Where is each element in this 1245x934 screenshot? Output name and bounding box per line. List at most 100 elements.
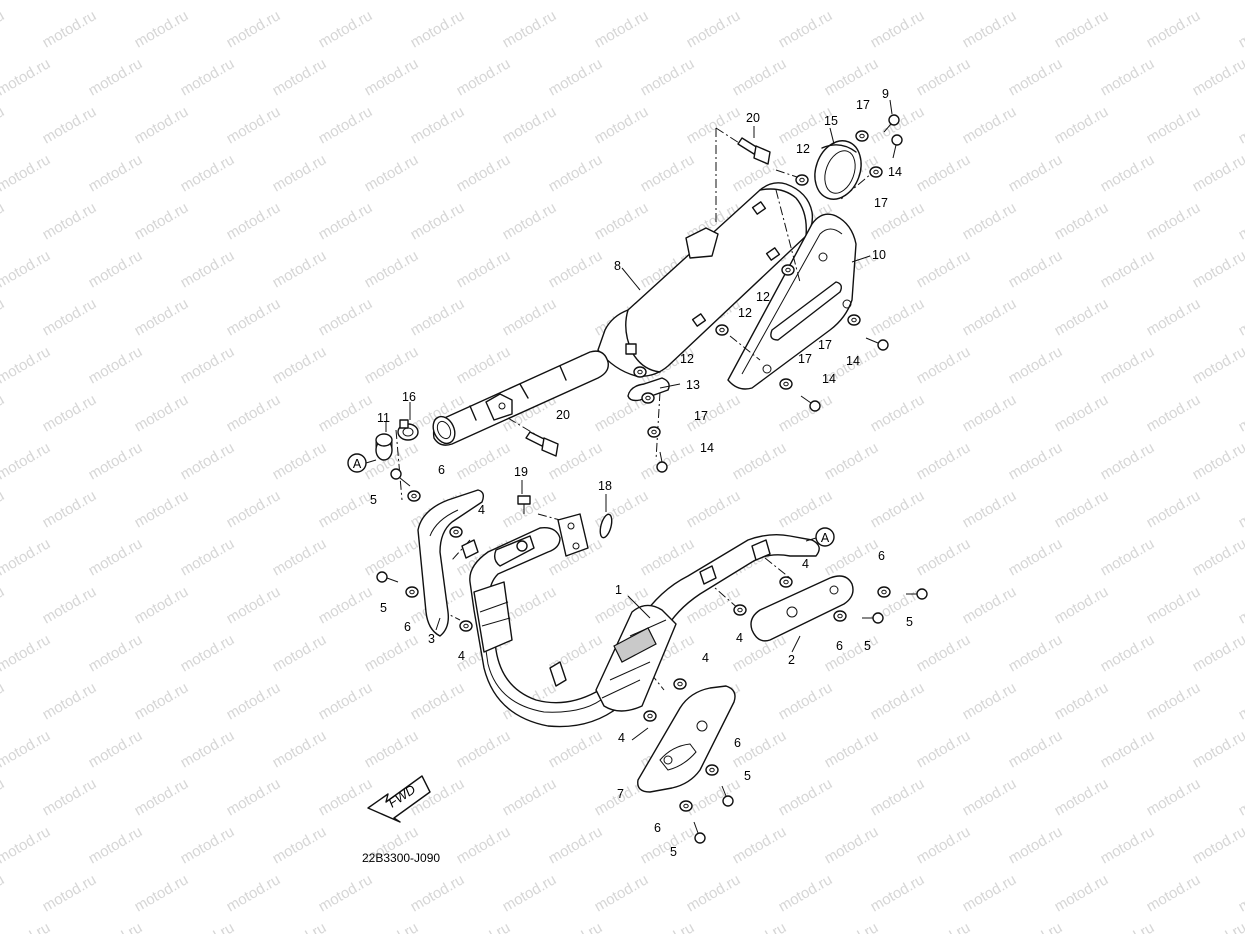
label-part-17b: 17	[874, 196, 888, 210]
watermark-text: motod.ru	[316, 679, 376, 723]
watermark-text: motod.ru	[178, 535, 238, 579]
watermark-text: motod.ru	[408, 103, 468, 147]
label-part-4c: 4	[802, 557, 809, 571]
washer-hole	[785, 267, 791, 273]
watermark-text: motod.ru	[1098, 0, 1158, 3]
label-part-20b: 20	[556, 408, 570, 422]
label-part-14a: 14	[888, 165, 902, 179]
watermark-text: motod.ru	[132, 583, 192, 627]
watermark-text: motod.ru	[776, 775, 836, 819]
label-part-5f: 5	[670, 845, 677, 859]
watermark-text: motod.ru	[454, 727, 514, 771]
label-part-2: 2	[788, 653, 795, 667]
part-labels: 1 2 3 4 4 4 4 4 4 5 5 5 5 5 5 6 6 6 6 6 …	[370, 87, 913, 859]
watermark-text: motod.ru	[1236, 391, 1245, 435]
watermark-text: motod.ru	[1098, 151, 1158, 195]
watermark-text: motod.ru	[316, 583, 376, 627]
watermark-text: motod.ru	[86, 727, 146, 771]
watermark-text: motod.ru	[1006, 727, 1066, 771]
label-part-5d: 5	[864, 639, 871, 653]
label-part-5e: 5	[744, 769, 751, 783]
watermark-text: motod.ru	[224, 103, 284, 147]
label-part-5a: 5	[370, 493, 377, 507]
watermark-text: motod.ru	[1006, 823, 1066, 867]
washer	[633, 366, 647, 378]
washer	[855, 130, 869, 142]
watermark-text: motod.ru	[132, 775, 192, 819]
watermark-text: motod.ru	[1144, 775, 1204, 819]
washer	[679, 800, 693, 812]
watermark-text: motod.ru	[1098, 439, 1158, 483]
watermark-text: motod.ru	[86, 919, 146, 934]
watermark-text: motod.ru	[1144, 871, 1204, 915]
watermark-text: motod.ru	[0, 103, 7, 147]
watermark-text: motod.ru	[224, 295, 284, 339]
watermark-text: motod.ru	[1098, 631, 1158, 675]
watermark-text: motod.ru	[40, 7, 100, 51]
washer-hole	[783, 579, 789, 585]
label-part-6e: 6	[734, 736, 741, 750]
watermark-text: motod.ru	[270, 727, 330, 771]
bracket-13	[627, 377, 670, 402]
watermark-text: motod.ru	[178, 919, 238, 934]
watermark-text: motod.ru	[0, 55, 53, 99]
watermark-text: motod.ru	[40, 775, 100, 819]
watermark-text: motod.ru	[178, 343, 238, 387]
watermark-text: motod.ru	[86, 439, 146, 483]
watermark-text: motod.ru	[1052, 487, 1112, 531]
label-part-5c: 5	[906, 615, 913, 629]
label-part-3: 3	[428, 632, 435, 646]
watermark-text: motod.ru	[1052, 583, 1112, 627]
watermark-text: motod.ru	[40, 391, 100, 435]
washer-hole	[881, 589, 887, 595]
watermark-text: motod.ru	[868, 871, 928, 915]
watermark-text: motod.ru	[592, 7, 652, 51]
watermark-text: motod.ru	[1006, 919, 1066, 934]
washer-hole	[411, 493, 417, 499]
watermark-text: motod.ru	[500, 103, 560, 147]
washer	[733, 604, 747, 616]
watermark-text: motod.ru	[1236, 7, 1245, 51]
watermark-text: motod.ru	[1190, 631, 1245, 675]
watermark-text: motod.ru	[316, 7, 376, 51]
washers	[405, 130, 891, 812]
washer-hole	[463, 623, 469, 629]
label-part-4b: 4	[458, 649, 465, 663]
reference-mark-right: A	[805, 527, 835, 547]
watermark-text: motod.ru	[40, 199, 100, 243]
label-part-19: 19	[514, 465, 528, 479]
watermark-text: motod.ru	[960, 103, 1020, 147]
washer	[779, 576, 793, 588]
watermark-text: motod.ru	[454, 55, 514, 99]
washer-hole	[637, 369, 643, 375]
watermark-text: motod.ru	[454, 0, 514, 3]
watermark-text: motod.ru	[776, 871, 836, 915]
watermark-text: motod.ru	[408, 679, 468, 723]
washer-hole	[859, 133, 865, 139]
reference-mark-left: A	[347, 453, 377, 473]
watermark-text: motod.ru	[0, 439, 53, 483]
watermark-text: motod.ru	[178, 247, 238, 291]
washer-hole	[737, 607, 743, 613]
bolt-20-top	[737, 137, 771, 165]
watermark-text: motod.ru	[546, 727, 606, 771]
watermark-text: motod.ru	[1052, 199, 1112, 243]
watermark-text: motod.ru	[1236, 295, 1245, 339]
watermark-text: motod.ru	[362, 247, 422, 291]
watermark-text: motod.ru	[1190, 823, 1245, 867]
watermark-text: motod.ru	[776, 7, 836, 51]
watermark-text: motod.ru	[40, 103, 100, 147]
watermark-text: motod.ru	[178, 631, 238, 675]
watermark-text: motod.ru	[270, 535, 330, 579]
watermark-text: motod.ru	[0, 7, 7, 51]
watermark-text: motod.ru	[1236, 679, 1245, 723]
watermark-text: motod.ru	[362, 727, 422, 771]
washer-hole	[683, 803, 689, 809]
watermark-text: motod.ru	[0, 247, 53, 291]
watermark-text: motod.ru	[362, 151, 422, 195]
washer-hole	[799, 177, 805, 183]
watermark-text: motod.ru	[1144, 487, 1204, 531]
watermark-text: motod.ru	[546, 247, 606, 291]
washer	[643, 710, 657, 722]
